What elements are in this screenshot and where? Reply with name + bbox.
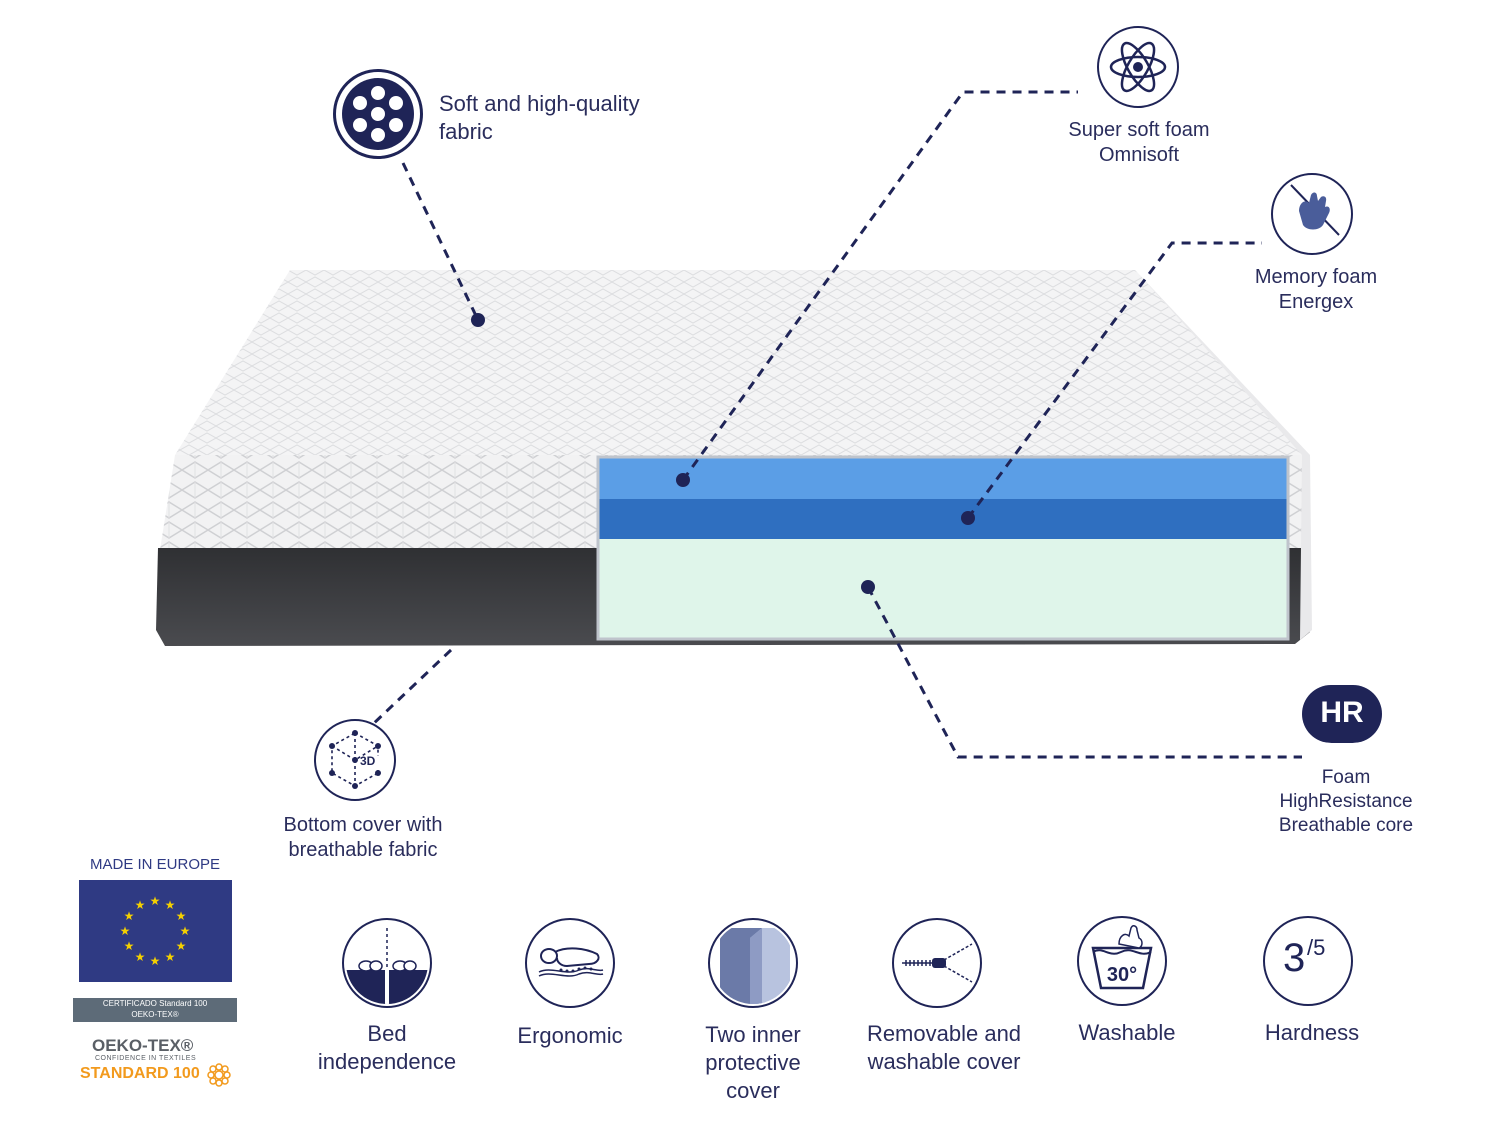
fabric-label: Soft and high-quality fabric xyxy=(439,91,640,144)
made-in-europe-label: MADE IN EUROPE xyxy=(89,856,221,873)
protective-layers-icon xyxy=(708,918,798,1008)
wash-temperature-text: 30° xyxy=(1106,964,1138,986)
circles-pattern-icon xyxy=(333,69,423,159)
hr-label: Foam HighResistance Breathable core xyxy=(1278,767,1414,836)
eu-flag-icon: ★★★★★★★★★★★★ xyxy=(79,880,232,982)
eu-star-icon: ★ xyxy=(124,909,135,923)
hand-press-icon xyxy=(1271,173,1353,255)
bottom-cover-leader-line xyxy=(370,648,453,727)
eu-star-icon: ★ xyxy=(124,939,135,953)
hardness-scale: /5 xyxy=(1307,935,1326,960)
mattress-top-surface xyxy=(175,270,1305,455)
eu-star-icon: ★ xyxy=(135,950,146,964)
feature-label-bed-independence: Bed independence xyxy=(317,1021,457,1074)
eu-star-icon: ★ xyxy=(135,898,146,912)
oeko-standard-label: STANDARD 100 xyxy=(80,1065,200,1082)
energex-leader-line xyxy=(966,241,1262,519)
omnisoft-label: Super soft foam Omnisoft xyxy=(1068,119,1210,166)
eu-star-icon: ★ xyxy=(150,954,161,968)
eu-star-icon: ★ xyxy=(165,950,176,964)
eu-star-icon: ★ xyxy=(176,939,187,953)
oeko-flower-icon xyxy=(204,1060,234,1090)
atom-icon xyxy=(1097,26,1179,108)
zipper-icon xyxy=(892,918,982,1008)
feature-label-removable-cover: Removable and washable cover xyxy=(866,1021,1022,1074)
oeko-tex-name: OEKO-TEX® xyxy=(92,1036,194,1055)
3d-cube-icon: 3D xyxy=(314,719,396,801)
eu-star-icon: ★ xyxy=(150,894,161,908)
eu-star-icon: ★ xyxy=(120,924,131,938)
eu-star-icon: ★ xyxy=(165,898,176,912)
feature-label-hardness: Hardness xyxy=(1264,1020,1360,1045)
eu-star-icon: ★ xyxy=(180,924,191,938)
eu-star-icon: ★ xyxy=(176,909,187,923)
energex-label: Memory foam Energex xyxy=(1254,266,1378,313)
feature-label-protective-cover: Two inner protective cover xyxy=(705,1022,801,1103)
oeko-tex-tagline: CONFIDENCE IN TEXTILES xyxy=(95,1055,197,1062)
feature-label-washable: Washable xyxy=(1078,1020,1176,1045)
hr-foam-core-layer xyxy=(598,539,1288,639)
hr-badge-icon: HR xyxy=(1301,684,1383,746)
feature-label-ergonomic: Ergonomic xyxy=(517,1023,623,1048)
oeko-certificate-band: CERTIFICADO Standard 100 OEKO-TEX® xyxy=(73,998,237,1022)
3d-icon-text: 3D xyxy=(360,754,376,768)
bottom-cover-label: Bottom cover with breathable fabric xyxy=(283,814,443,861)
fabric-leader-line xyxy=(401,162,480,321)
wash-30-icon: 30° xyxy=(1077,916,1167,1006)
ergonomic-body-icon xyxy=(525,918,615,1008)
hardness-value: 3 xyxy=(1283,936,1306,980)
omnisoft-foam-layer xyxy=(598,457,1288,501)
bed-independence-icon xyxy=(342,918,432,1008)
hr-leader-line xyxy=(866,586,1302,759)
hr-badge-text: HR xyxy=(1320,696,1364,729)
hardness-icon: 3 /5 xyxy=(1263,916,1353,1006)
energex-foam-layer xyxy=(598,499,1288,539)
